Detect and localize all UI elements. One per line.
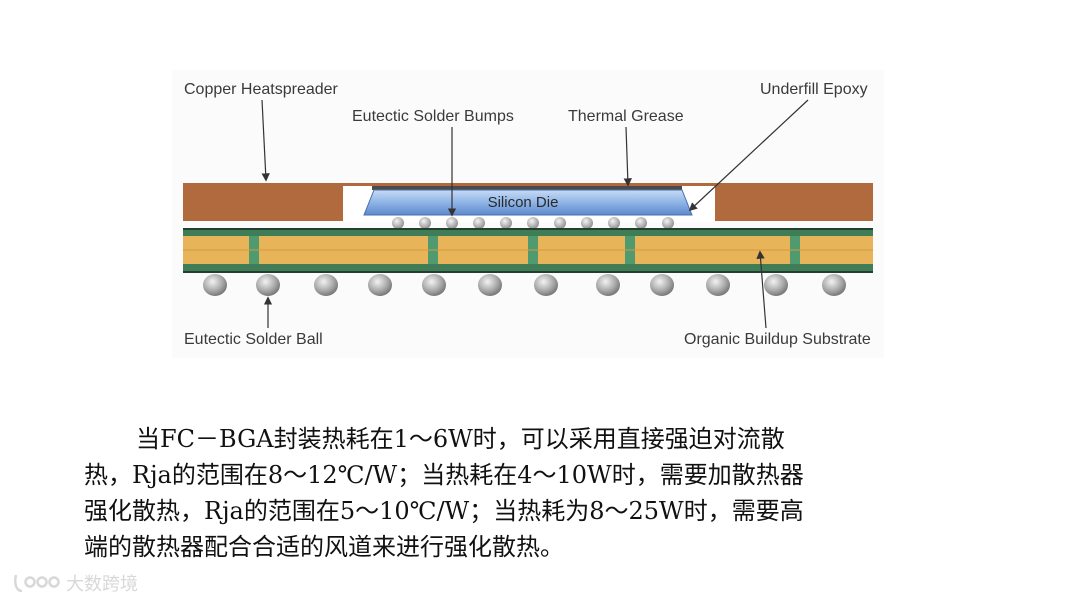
organic-buildup-substrate (183, 228, 873, 273)
watermark: 大数跨境 (12, 570, 138, 596)
paragraph-line-1: 当FC－BGA封装热耗在1～6W时，可以采用直接强迫对流散 (136, 425, 785, 453)
label-copper-heatspreader: Copper Heatspreader (184, 81, 339, 98)
paragraph-line-4: 端的散热器配合合适的风道来进行强化散热。 (84, 533, 564, 561)
eutectic-solder-bumps (392, 217, 674, 229)
label-eutectic-solder-ball: Eutectic Solder Ball (184, 331, 323, 348)
paragraph-line-2: 热，Rja的范围在8～12℃/W；当热耗在4～10W时，需要加散热器 (84, 461, 804, 489)
label-eutectic-solder-bumps: Eutectic Solder Bumps (352, 108, 514, 125)
label-underfill-epoxy: Underfill Epoxy (760, 81, 868, 98)
watermark-logo-icon (14, 574, 60, 593)
label-organic-buildup-substrate: Organic Buildup Substrate (684, 331, 871, 348)
silicon-die-label: Silicon Die (488, 194, 559, 211)
eutectic-solder-balls (203, 274, 846, 296)
thermal-grease-layer (372, 186, 682, 190)
label-thermal-grease: Thermal Grease (568, 108, 684, 125)
silicon-die (363, 189, 693, 216)
leader-lines (261, 99, 809, 329)
description-paragraph: 当FC－BGA封装热耗在1～6W时，可以采用直接强迫对流散 热，Rja的范围在8… (84, 421, 984, 565)
paragraph-line-3: 强化散热，Rja的范围在5～10℃/W；当热耗为8～25W时，需要高 (84, 497, 804, 525)
watermark-text: 大数跨境 (66, 574, 138, 595)
